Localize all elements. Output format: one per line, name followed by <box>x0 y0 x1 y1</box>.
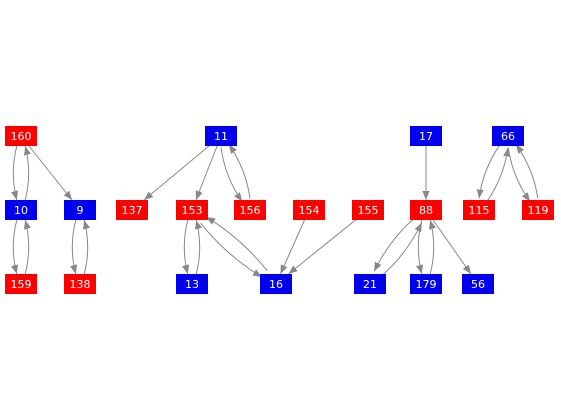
node-21[interactable]: 21 <box>354 274 386 294</box>
node-159[interactable]: 159 <box>5 274 37 294</box>
node-13[interactable]: 13 <box>176 274 208 294</box>
node-box <box>410 200 442 220</box>
node-153[interactable]: 153 <box>176 200 208 220</box>
edge-16-to-153 <box>205 216 268 272</box>
node-box <box>234 200 266 220</box>
edge-66-to-115 <box>476 144 501 199</box>
node-label: 56 <box>471 278 485 291</box>
node-box <box>176 200 208 220</box>
edge-138-to-9 <box>82 219 90 275</box>
node-label: 10 <box>14 204 28 217</box>
node-label: 66 <box>501 130 515 143</box>
node-label: 154 <box>299 204 320 217</box>
edge-153-to-13 <box>182 219 190 275</box>
node-label: 156 <box>240 204 261 217</box>
node-56[interactable]: 56 <box>462 274 494 294</box>
node-11[interactable]: 11 <box>205 126 237 146</box>
node-10[interactable]: 10 <box>5 200 37 220</box>
edge-154-to-16 <box>280 219 305 275</box>
edge-88-to-179 <box>416 219 424 275</box>
edge-153-to-16 <box>200 222 263 278</box>
node-box <box>354 274 386 294</box>
node-box <box>492 126 524 146</box>
node-box <box>5 200 37 220</box>
node-154[interactable]: 154 <box>293 200 325 220</box>
node-label: 13 <box>185 278 199 291</box>
node-label: 160 <box>11 130 32 143</box>
edge-88-to-21 <box>373 217 416 272</box>
edge-119-to-66 <box>515 144 539 199</box>
edge-156-to-11 <box>228 144 251 199</box>
edge-160-to-9 <box>28 145 73 201</box>
node-box <box>64 274 96 294</box>
edge-11-to-153 <box>195 145 218 201</box>
edge-13-to-153 <box>194 219 202 275</box>
edge-11-to-137 <box>143 145 210 201</box>
node-label: 11 <box>214 130 228 143</box>
node-66[interactable]: 66 <box>492 126 524 146</box>
node-119[interactable]: 119 <box>522 200 554 220</box>
node-box <box>5 274 37 294</box>
node-137[interactable]: 137 <box>116 200 148 220</box>
node-160[interactable]: 160 <box>5 126 37 146</box>
node-box <box>463 200 495 220</box>
edge-155-to-16 <box>288 219 356 275</box>
node-label: 159 <box>11 278 32 291</box>
node-box <box>462 274 494 294</box>
edges-layer <box>11 144 539 278</box>
node-box <box>116 200 148 220</box>
node-box <box>352 200 384 220</box>
node-88[interactable]: 88 <box>410 200 442 220</box>
node-156[interactable]: 156 <box>234 200 266 220</box>
node-label: 17 <box>419 130 433 143</box>
node-box <box>293 200 325 220</box>
edge-88-to-56 <box>432 219 472 275</box>
node-label: 153 <box>182 204 203 217</box>
edge-10-to-159 <box>11 219 19 275</box>
node-label: 179 <box>416 278 437 291</box>
node-label: 155 <box>358 204 379 217</box>
node-9[interactable]: 9 <box>64 200 96 220</box>
node-115[interactable]: 115 <box>463 200 495 220</box>
node-16[interactable]: 16 <box>260 274 292 294</box>
edge-115-to-66 <box>486 147 511 202</box>
edge-11-to-156 <box>220 147 243 202</box>
node-179[interactable]: 179 <box>410 274 442 294</box>
node-box <box>5 126 37 146</box>
node-label: 88 <box>419 204 433 217</box>
edge-159-to-10 <box>23 219 31 275</box>
node-label: 138 <box>70 278 91 291</box>
edge-179-to-88 <box>428 219 436 275</box>
node-138[interactable]: 138 <box>64 274 96 294</box>
node-label: 16 <box>269 278 283 291</box>
node-label: 21 <box>363 278 377 291</box>
node-box <box>410 274 442 294</box>
edge-9-to-138 <box>70 219 78 275</box>
node-box <box>176 274 208 294</box>
node-label: 9 <box>77 204 84 217</box>
node-box <box>205 126 237 146</box>
edge-21-to-88 <box>380 222 423 277</box>
node-box <box>410 126 442 146</box>
edge-66-to-119 <box>507 147 531 202</box>
edge-10-to-160 <box>23 145 31 201</box>
edge-160-to-10 <box>11 145 19 201</box>
node-155[interactable]: 155 <box>352 200 384 220</box>
node-box <box>522 200 554 220</box>
node-label: 119 <box>528 204 549 217</box>
node-label: 115 <box>469 204 490 217</box>
node-box <box>260 274 292 294</box>
node-label: 137 <box>122 204 143 217</box>
node-17[interactable]: 17 <box>410 126 442 146</box>
node-box <box>64 200 96 220</box>
nodes-layer: 160 10 9 159 138 11 137 153 156 154 155 13 16 17 88 21 1… <box>5 126 554 294</box>
